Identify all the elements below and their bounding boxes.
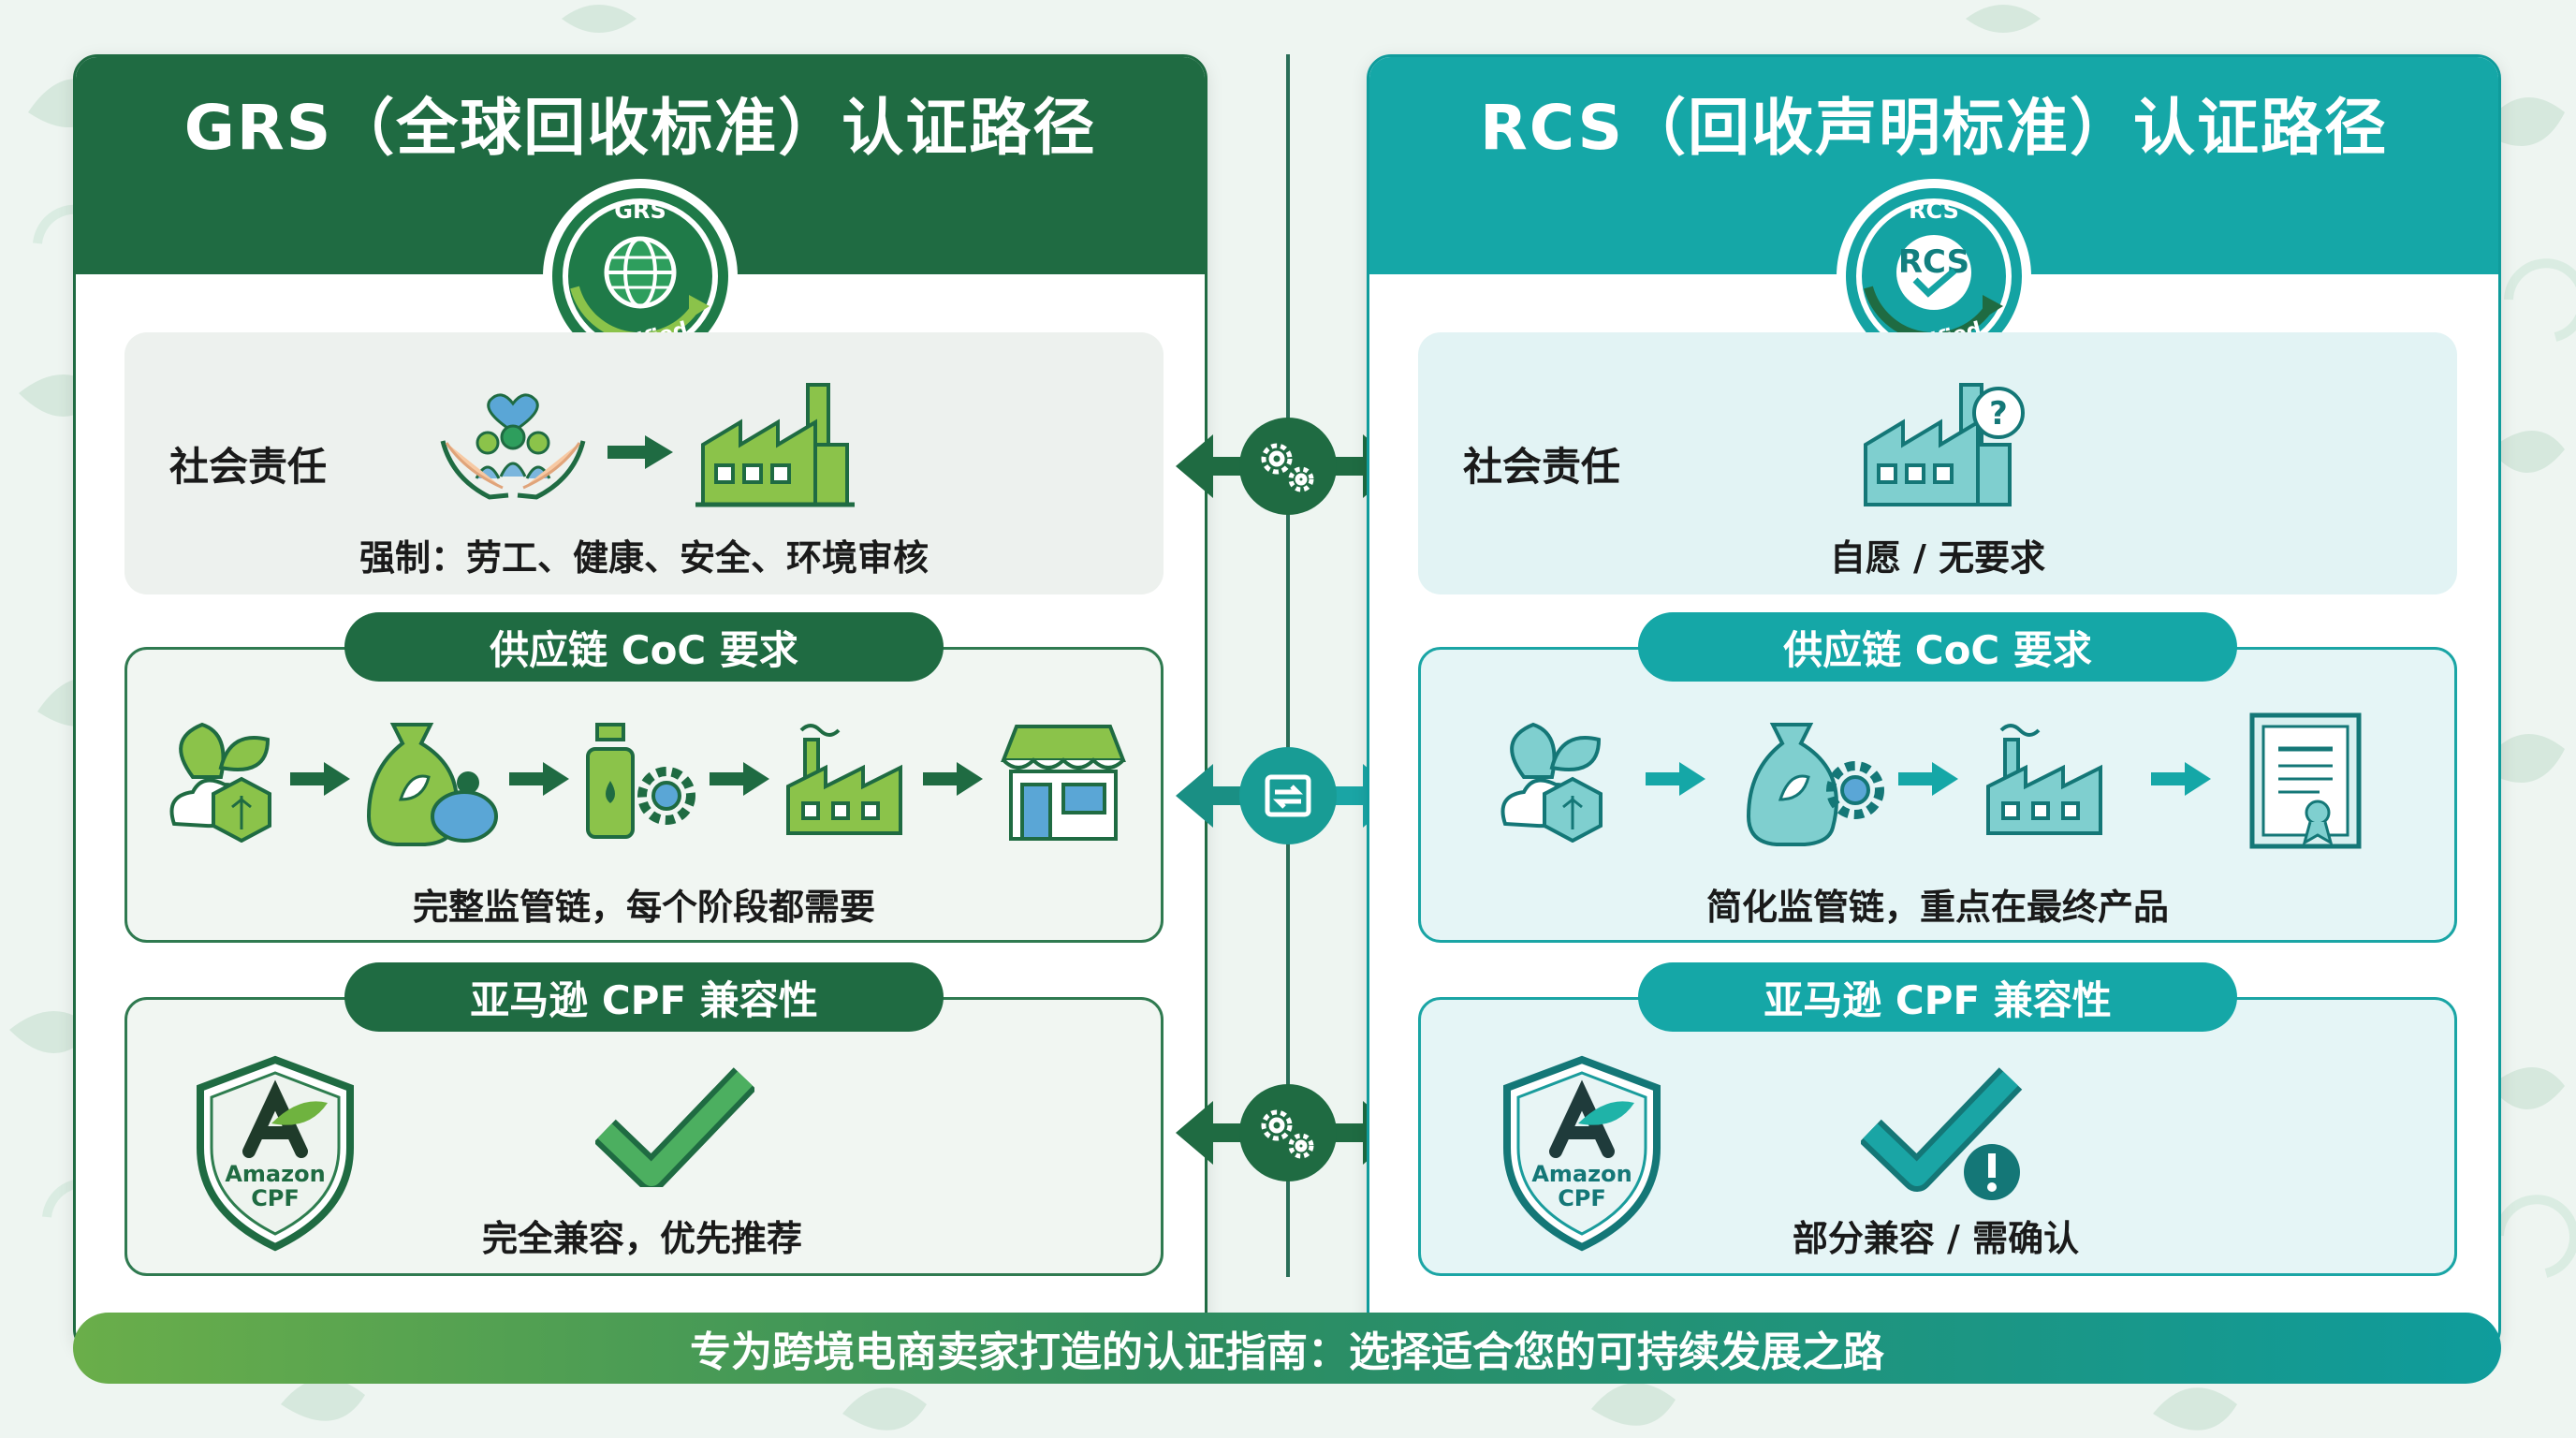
- grs-shield-line2: CPF: [251, 1185, 300, 1211]
- arrow-right-icon: [2151, 762, 2211, 796]
- certificate-icon: [2249, 712, 2362, 849]
- grs-social-caption: 强制：劳工、健康、安全、环境审核: [359, 537, 929, 579]
- svg-text:?: ?: [1989, 395, 2008, 433]
- rcs-panel: RCS（回收声明标准）认证路径 RCS RCS Certified 社会责任 ?…: [1367, 54, 2501, 1354]
- leaf-cube-icon: [169, 722, 271, 843]
- grs-coc-title: 供应链 CoC 要求: [344, 612, 944, 682]
- rcs-shield-line2: CPF: [1558, 1185, 1606, 1211]
- rcs-amazon-caption: 部分兼容 / 需确认: [1792, 1218, 2080, 1259]
- rcs-social-box: 社会责任 ? 自愿 / 无要求: [1418, 332, 2457, 594]
- grs-shield-line1: Amazon: [225, 1161, 325, 1187]
- gear-connector-top: [1176, 418, 1400, 515]
- rcs-amazon-title: 亚马逊 CPF 兼容性: [1638, 962, 2237, 1032]
- factory-icon: [1986, 724, 2102, 835]
- center-divider: [1286, 54, 1290, 1277]
- arrow-right-icon: [923, 762, 983, 796]
- hands-heart-icon: [440, 393, 586, 500]
- arrow-right-icon: [1898, 762, 1958, 796]
- checkmark-warning-icon: [1861, 1067, 2023, 1200]
- grs-coc-box: 供应链 CoC 要求: [124, 612, 1164, 943]
- bottle-gear-icon: [586, 723, 695, 839]
- rcs-coc-title: 供应链 CoC 要求: [1638, 612, 2237, 682]
- footer-banner: 专为跨境电商卖家打造的认证指南：选择适合您的可持续发展之路: [73, 1313, 2501, 1384]
- globe-icon: [604, 236, 677, 309]
- grs-social-label: 社会责任: [169, 444, 328, 490]
- grs-amazon-title: 亚马逊 CPF 兼容性: [344, 962, 944, 1032]
- rcs-badge-top: RCS: [1909, 198, 1959, 224]
- money-bag-icon: [366, 723, 498, 846]
- arrow-right-icon: [509, 762, 569, 796]
- arrow-right-icon: [1646, 762, 1705, 796]
- grs-panel: GRS（全球回收标准）认证路径 GRS Certified 社会责任: [73, 54, 1208, 1354]
- rcs-certified-badge: RCS RCS Certified: [1837, 179, 2031, 374]
- refresh-icon: [1265, 774, 1311, 817]
- grs-amazon-box: 亚马逊 CPF 兼容性 Amazon CPF 完全兼容，优先推荐: [124, 962, 1164, 1276]
- grs-title: GRS（全球回收标准）认证路径: [183, 92, 1097, 164]
- gear-icon: [1261, 1109, 1314, 1159]
- grs-coc-caption: 完整监管链，每个阶段都需要: [412, 887, 875, 928]
- rcs-title: RCS（回收声明标准）认证路径: [1479, 92, 2389, 164]
- rcs-social-caption: 自愿 / 无要求: [1829, 537, 2046, 579]
- shield-icon: Amazon CPF: [1503, 1055, 1661, 1252]
- arrow-right-icon: [710, 762, 769, 796]
- factory-icon: [786, 724, 902, 835]
- factory-question-icon: ?: [1864, 383, 2025, 506]
- factory-icon: [695, 383, 855, 507]
- money-bag-gear-icon: [1746, 723, 1884, 846]
- rcs-coc-caption: 简化监管链，重点在最终产品: [1705, 887, 2169, 928]
- rcs-social-label: 社会责任: [1463, 444, 1621, 490]
- leaf-cube-icon: [1500, 722, 1603, 843]
- rcs-coc-box: 供应链 CoC 要求: [1418, 612, 2457, 943]
- grs-social-box: 社会责任 强制：劳工、健康、安全、环境审核: [124, 332, 1164, 594]
- arrow-right-icon: [290, 762, 350, 796]
- grs-badge-top: GRS: [614, 198, 666, 224]
- rcs-header: RCS（回收声明标准）认证路径: [1369, 57, 2498, 274]
- grs-amazon-caption: 完全兼容，优先推荐: [481, 1218, 802, 1259]
- rcs-amazon-box: 亚马逊 CPF 兼容性 Amazon CPF 部分兼容 / 需确认: [1418, 962, 2457, 1276]
- rcs-badge-center: RCS: [1898, 243, 1969, 281]
- gear-connector-bottom: [1176, 1084, 1400, 1181]
- store-icon: [1001, 725, 1126, 841]
- shield-icon: Amazon CPF: [197, 1055, 354, 1252]
- checkmark-icon: [595, 1067, 754, 1187]
- rcs-shield-line1: Amazon: [1531, 1161, 1632, 1187]
- arrow-right-icon: [607, 435, 673, 469]
- gear-icon: [1261, 443, 1314, 492]
